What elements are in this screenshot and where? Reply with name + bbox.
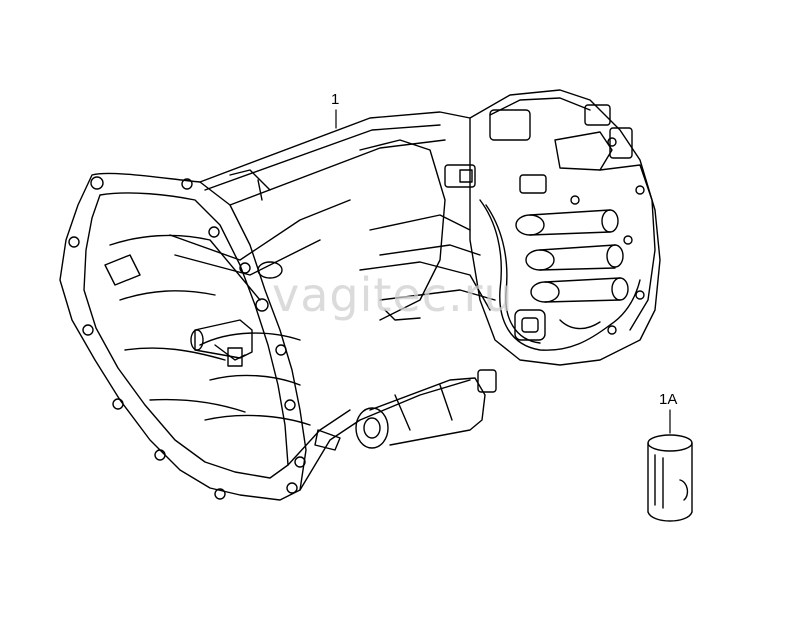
solenoids <box>515 209 629 303</box>
main-housing-bottom <box>299 379 471 491</box>
callout-label-1: 1 <box>331 91 340 108</box>
watermark: vagitec.ru <box>272 268 514 322</box>
main-housing-top <box>199 111 471 183</box>
bell-housing-rim <box>83 192 289 479</box>
oil-filter-1a <box>647 434 693 522</box>
bell-housing-flange <box>59 172 307 501</box>
callout-label-1a: 1A <box>659 391 678 408</box>
starter-motor <box>369 377 486 446</box>
valve-body <box>469 89 661 366</box>
flange-bolt-holes <box>68 176 306 500</box>
wiring-harness <box>479 199 641 351</box>
